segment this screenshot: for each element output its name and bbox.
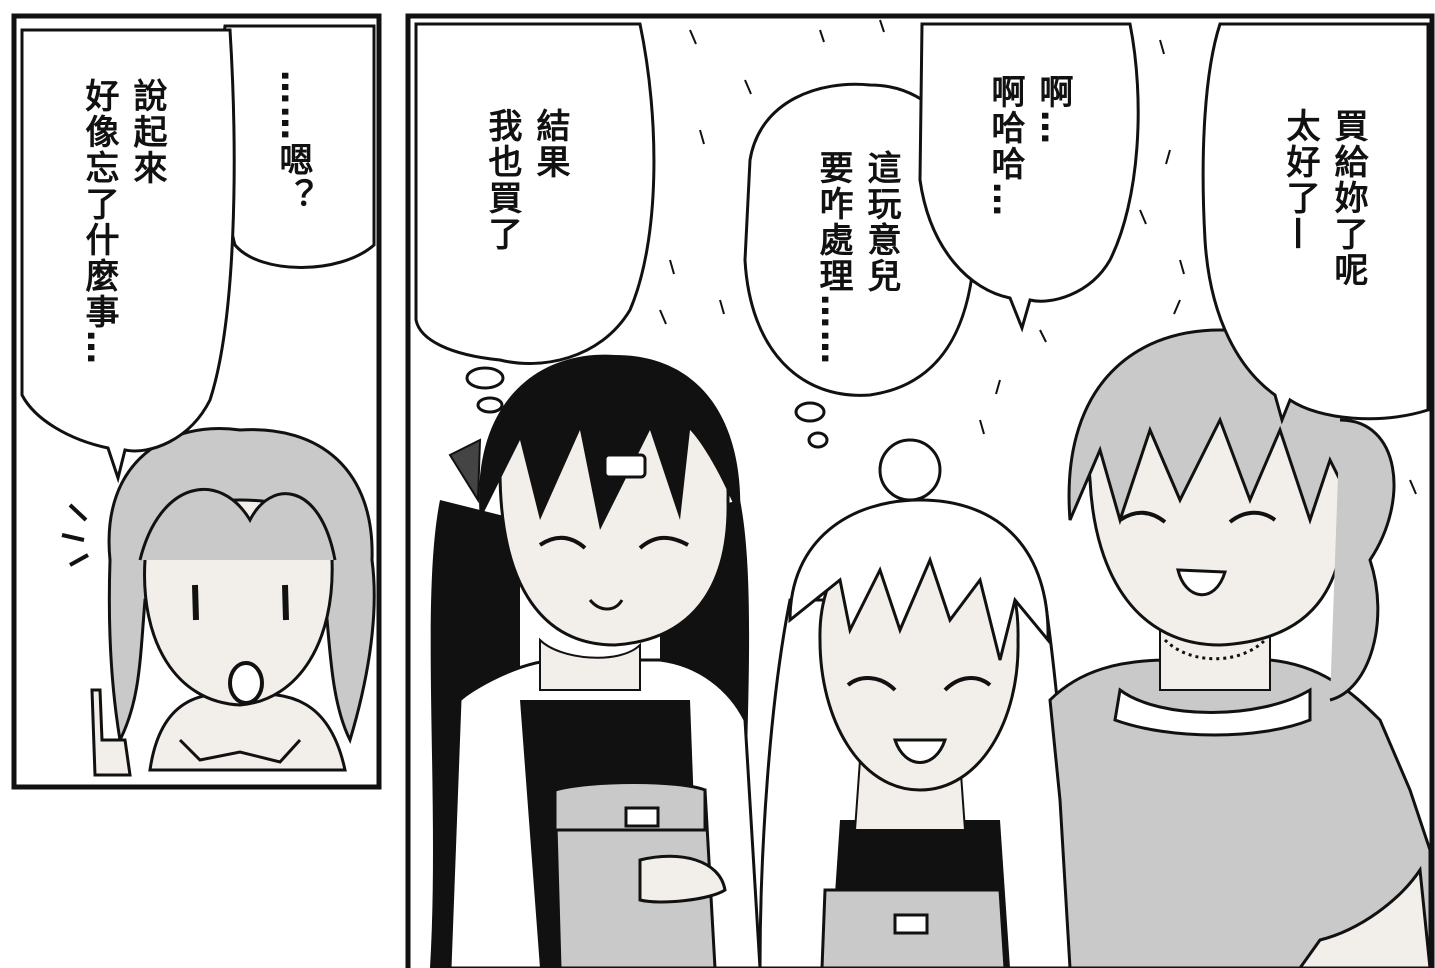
thought-dot <box>807 431 829 449</box>
dialogue-forgot-line2: 好像忘了什麼事… <box>79 78 119 366</box>
speech-bubble-forgot <box>20 28 236 484</box>
thought-bubble-bought <box>414 22 656 365</box>
thought-dot <box>476 396 504 414</box>
speech-bubble-glad <box>1201 22 1430 425</box>
thought-dot <box>794 401 826 423</box>
dialogue-glad-line1: 買給妳了呢 <box>1328 108 1368 288</box>
dialogue-what-to-do-line1: 這玩意兒 <box>861 150 901 294</box>
white-hair-girl-figure <box>758 438 1082 968</box>
left-panel <box>11 13 382 790</box>
dialogue-glad-line2: 太好了— <box>1280 108 1320 252</box>
dialogue-ahaha-line1: 啊… <box>1033 74 1073 146</box>
dialogue-bought-line1: 結果 <box>530 108 570 180</box>
right-panel <box>405 13 1435 968</box>
dialogue-ahaha-line2: 啊哈哈… <box>985 74 1025 218</box>
dialogue-bought-line2: 我也買了 <box>482 108 522 252</box>
ponytail-girl-figure <box>1048 328 1432 968</box>
dialogue-forgot-line1: 說起來 <box>127 78 167 186</box>
dialogue-hm-line1: ……嗯？ <box>273 70 313 214</box>
surprised-girl-figure <box>61 427 376 777</box>
speech-bubble-ahaha <box>918 22 1140 333</box>
dialogue-what-to-do-line2: 要咋處理…… <box>813 150 853 366</box>
dark-hair-girl-figure <box>430 354 762 968</box>
thought-dot <box>465 366 505 390</box>
